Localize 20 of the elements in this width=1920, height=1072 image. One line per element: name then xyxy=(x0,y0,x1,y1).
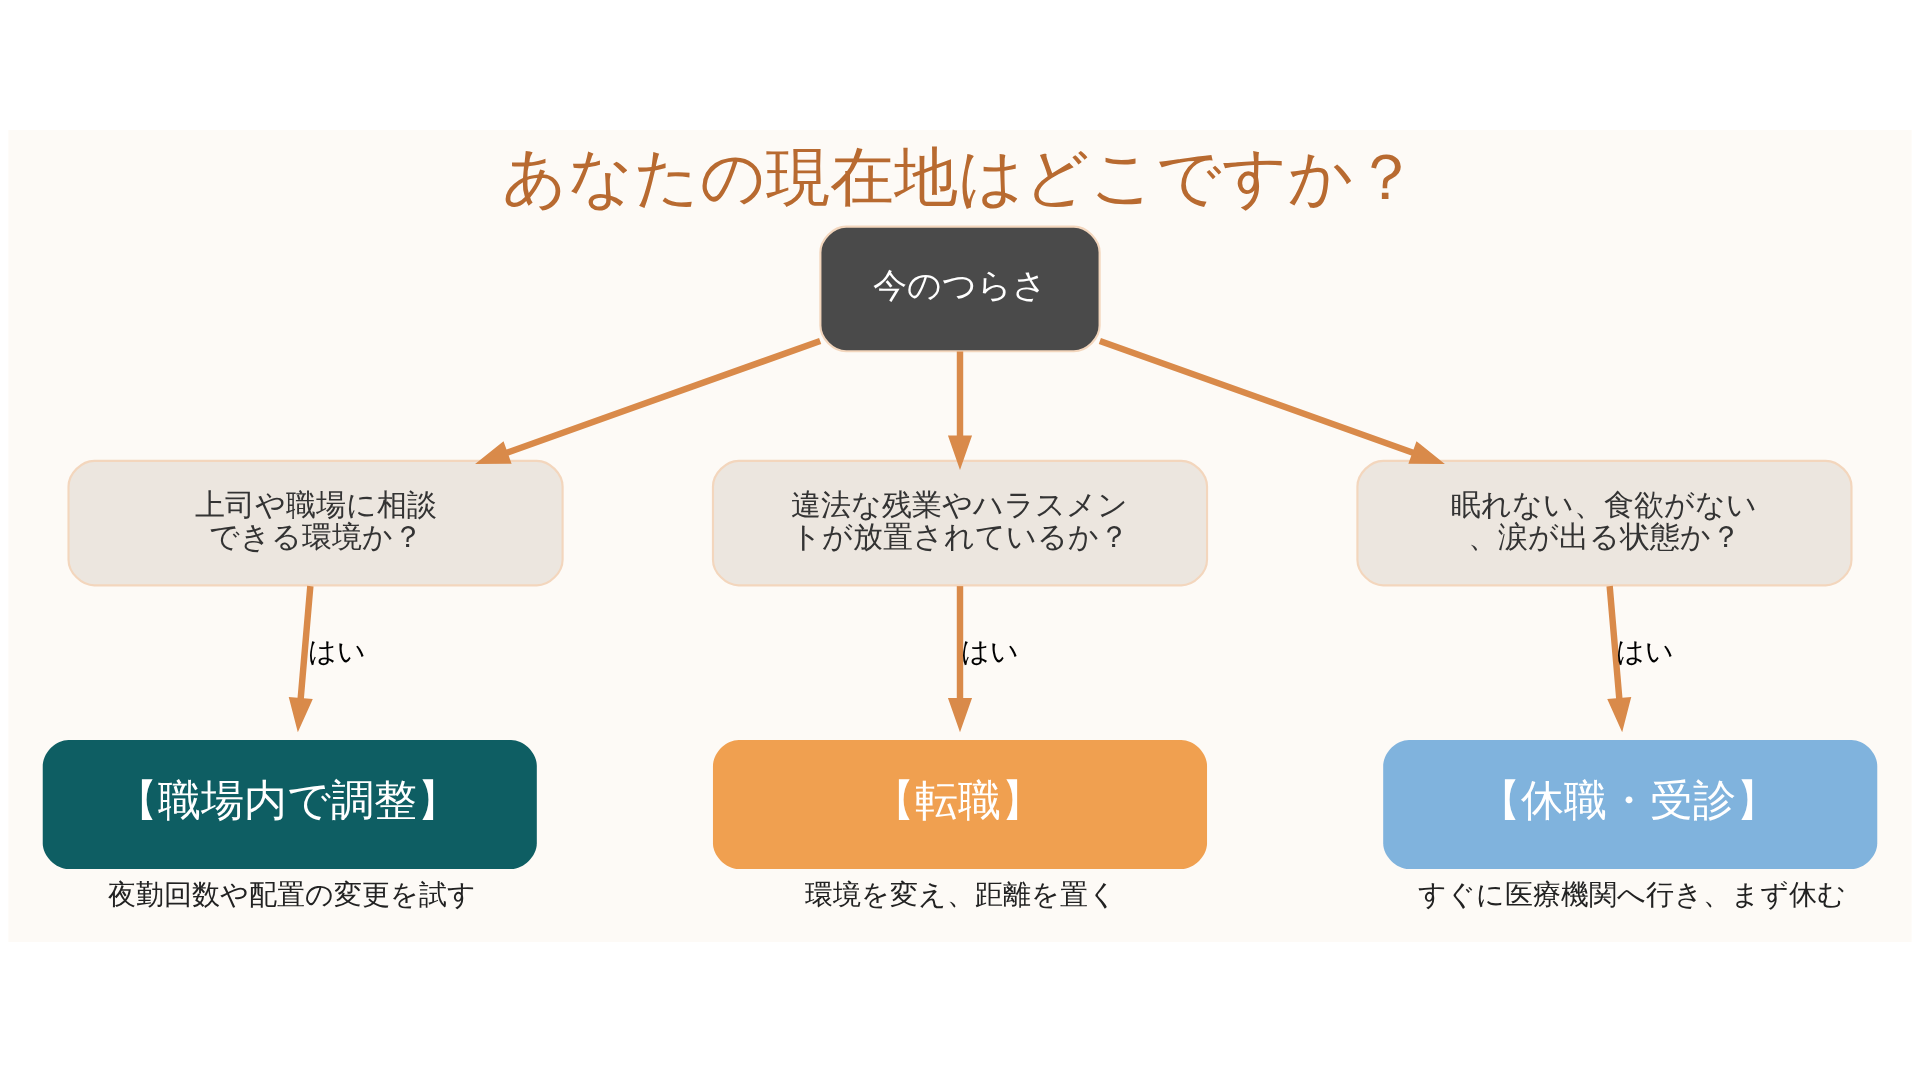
edge-label: はい xyxy=(961,635,1020,669)
arrow xyxy=(475,337,822,465)
arrow xyxy=(947,351,973,470)
edge-label: はい xyxy=(308,635,367,669)
node-box: 【転職】 xyxy=(712,740,1208,869)
arrow xyxy=(288,585,314,733)
node-label: 夜勤回数や配置の変更を試す xyxy=(108,878,477,912)
diagram-title: あなたの現在地はどこですか？ xyxy=(502,138,1418,214)
node-box: 【職場内で調整】 xyxy=(42,740,537,869)
node-box: 違法な残業やハラスメントが放置されているか？ xyxy=(711,459,1209,587)
arrow xyxy=(1606,585,1632,733)
node-label: 環境を変え、距離を置く xyxy=(805,878,1118,912)
edge-label: はい xyxy=(1616,635,1675,669)
node-box: 眠れない、食欲がない、涙が出る状態か？ xyxy=(1356,459,1853,587)
arrow xyxy=(1098,337,1445,465)
node-label: すぐに医療機関へ行き、まず休む xyxy=(1417,878,1846,912)
node-box: 上司や職場に相談できる環境か？ xyxy=(67,459,564,587)
node-box: 【休職・受診】 xyxy=(1383,740,1878,869)
arrow xyxy=(947,586,973,733)
node-box: 今のつらさ xyxy=(819,225,1101,353)
